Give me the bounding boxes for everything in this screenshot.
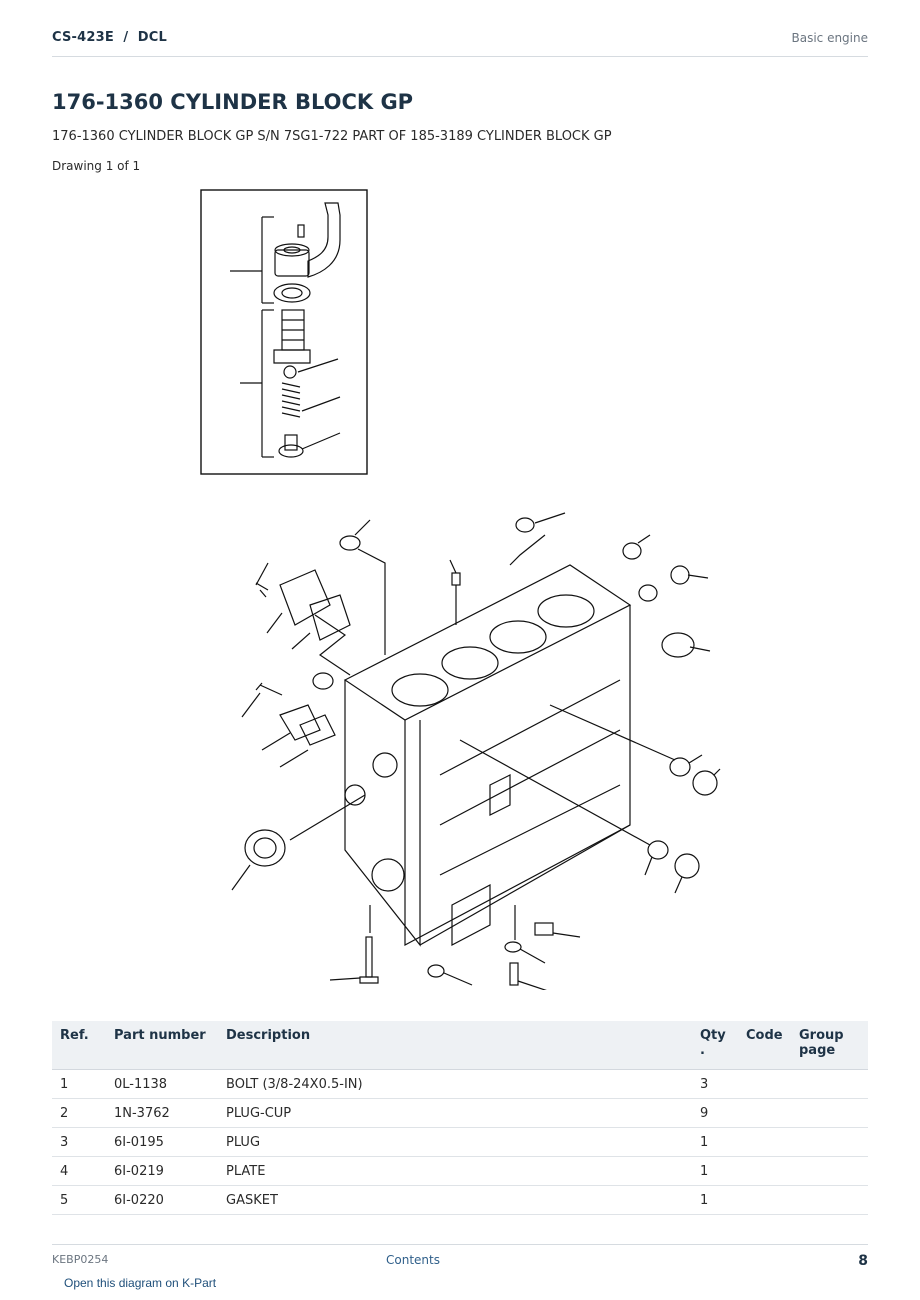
cell-description: BOLT (3/8-24X0.5-IN) [218, 1069, 692, 1099]
cell-code [738, 1185, 791, 1215]
cell-qty: 9 [692, 1098, 738, 1128]
cell-code [738, 1156, 791, 1186]
table-row: 3 6I-0195 PLUG 1 [52, 1127, 868, 1157]
cylinder-block [343, 564, 632, 947]
cell-code [738, 1098, 791, 1128]
document-id: KEBP0254 [52, 1253, 109, 1266]
cell-qty: 1 [692, 1156, 738, 1186]
cell-part-number: 6I-0220 [106, 1185, 218, 1215]
table-header-row: Ref. Part number Description Qty . Code … [52, 1021, 868, 1070]
page-footer: KEBP0254 Contents 8 [52, 1244, 868, 1271]
page-number: 8 [858, 1253, 868, 1269]
cell-code [738, 1127, 791, 1157]
parts-diagram [200, 189, 721, 990]
exploded-parts [231, 512, 721, 990]
cell-part-number: 6I-0219 [106, 1156, 218, 1186]
column-header-part-number: Part number [106, 1021, 218, 1070]
drawing-label: Drawing 1 of 1 [52, 159, 141, 173]
cell-code [738, 1069, 791, 1099]
cell-qty: 1 [692, 1185, 738, 1215]
table-row: 1 0L-1138 BOLT (3/8-24X0.5-IN) 3 [52, 1069, 868, 1099]
column-header-ref: Ref. [52, 1021, 106, 1070]
open-in-kpart-link[interactable]: Open this diagram on K-Part [64, 1276, 217, 1290]
cell-description: GASKET [218, 1185, 692, 1215]
cell-ref: 3 [52, 1127, 106, 1157]
cell-part-number: 6I-0195 [106, 1127, 218, 1157]
table-row: 5 6I-0220 GASKET 1 [52, 1185, 868, 1215]
section-name: Basic engine [791, 31, 868, 45]
page-header: CS-423E / DCL Basic engine [52, 28, 868, 57]
cell-ref: 2 [52, 1098, 106, 1128]
parts-table: Ref. Part number Description Qty . Code … [52, 1021, 868, 1215]
contents-link[interactable]: Contents [386, 1253, 440, 1267]
document-code: CS-423E / DCL [52, 30, 168, 45]
column-header-group-page: Group page [791, 1021, 868, 1070]
cell-group-page [791, 1127, 868, 1157]
table-row: 4 6I-0219 PLATE 1 [52, 1156, 868, 1186]
cell-qty: 3 [692, 1069, 738, 1099]
page-title: 176-1360 CYLINDER BLOCK GP [52, 90, 414, 114]
cell-part-number: 1N-3762 [106, 1098, 218, 1128]
cell-ref: 1 [52, 1069, 106, 1099]
cell-group-page [791, 1185, 868, 1215]
page-subtitle: 176-1360 CYLINDER BLOCK GP S/N 7SG1-722 … [52, 129, 612, 144]
cell-ref: 4 [52, 1156, 106, 1186]
column-header-code: Code [738, 1021, 791, 1070]
cell-part-number: 0L-1138 [106, 1069, 218, 1099]
cell-group-page [791, 1156, 868, 1186]
cell-description: PLUG-CUP [218, 1098, 692, 1128]
cell-ref: 5 [52, 1185, 106, 1215]
table-row: 2 1N-3762 PLUG-CUP 9 [52, 1098, 868, 1128]
cell-qty: 1 [692, 1127, 738, 1157]
cell-description: PLUG [218, 1127, 692, 1157]
cell-description: PLATE [218, 1156, 692, 1186]
detail-inset [200, 189, 368, 475]
cell-group-page [791, 1069, 868, 1099]
cell-group-page [791, 1098, 868, 1128]
column-header-qty: Qty . [692, 1021, 738, 1070]
column-header-description: Description [218, 1021, 692, 1070]
